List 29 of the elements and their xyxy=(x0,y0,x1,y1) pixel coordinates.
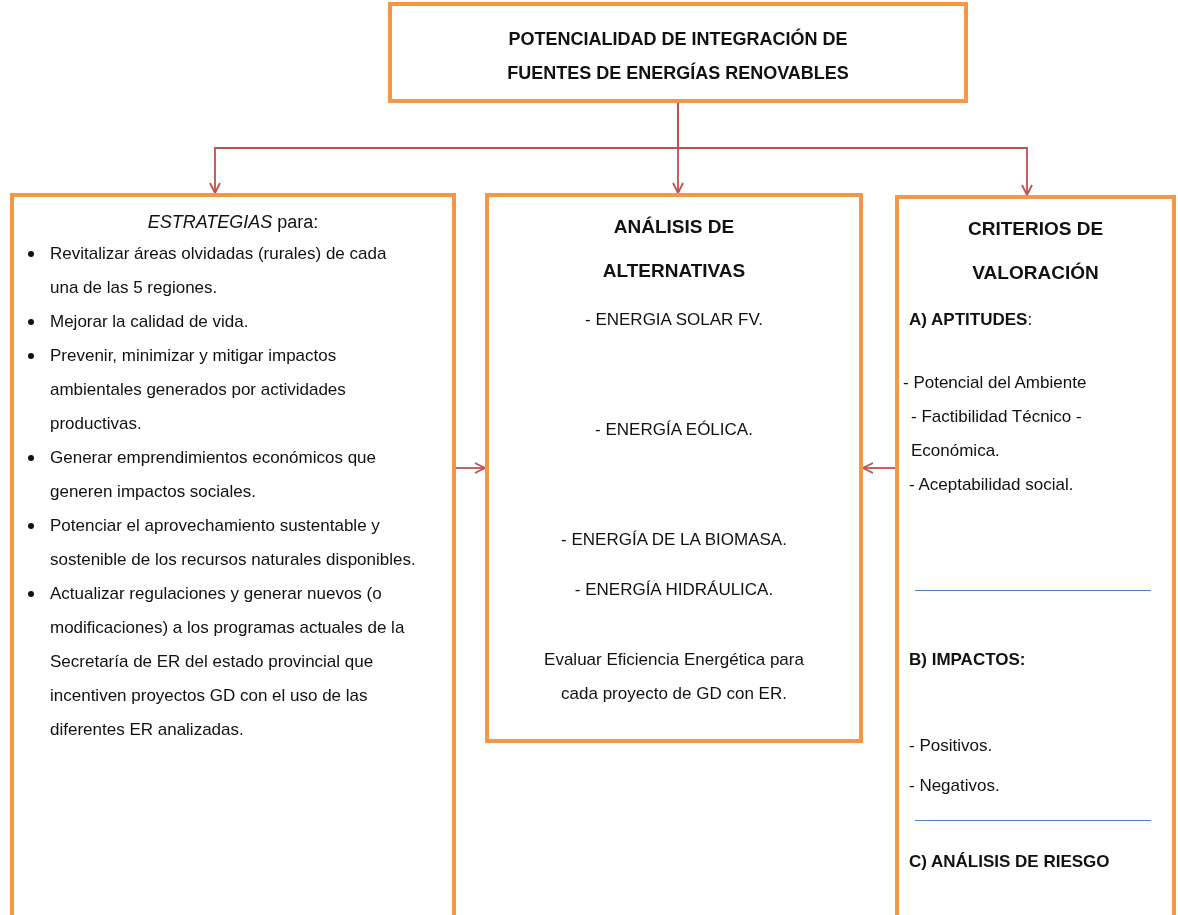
section-heading: A) APTITUDES: xyxy=(909,309,1034,331)
section-heading: C) ANÁLISIS DE RIESGO xyxy=(909,851,1111,873)
alternative-item: - ENERGÍA EÓLICA. xyxy=(594,419,754,441)
strategy-item: Potenciar el aprovechamiento sustentable y sostenible de los recursos naturales disponibles. xyxy=(50,516,416,569)
content-panel xyxy=(10,193,456,915)
strategy-item: Actualizar regulaciones y generar nuevos (o modificaciones) a los programas actuales de la Secretaría de ER del estado provincial que incentiven proyectos GD con el uso de las diferentes ER analizadas. xyxy=(50,584,405,739)
content-panel xyxy=(895,195,1176,915)
title-text: POTENCIALIDAD DE INTEGRACIÓN DE FUENTES DE ENERGÍAS RENOVABLES xyxy=(506,27,850,85)
criterion-item: - Positivos. xyxy=(909,735,994,757)
criterion-item: - Potencial del Ambiente xyxy=(903,372,1088,394)
strategy-item: Prevenir, minimizar y mitigar impactos ambientales generados por actividades productivas. xyxy=(50,346,346,433)
arrow xyxy=(455,462,486,474)
panel-heading: ESTRATEGIAS para: xyxy=(146,211,320,234)
strategy-item: Generar emprendimientos económicos que generen impactos sociales. xyxy=(50,448,376,501)
panel-heading: ANÁLISIS DE ALTERNATIVAS xyxy=(601,215,747,283)
alternative-item: - ENERGIA SOLAR FV. xyxy=(584,309,764,331)
note-text: Evaluar Eficiencia Energética para cada proyecto de GD con ER. xyxy=(543,649,805,705)
strategy-item: Revitalizar áreas olvidadas (rurales) de cada una de las 5 regiones. xyxy=(50,244,387,297)
arrow xyxy=(862,462,896,474)
content-panel xyxy=(485,193,863,743)
criterion-item: - Aceptabilidad social. xyxy=(909,474,1075,496)
criterion-item: - Factibilidad Técnico - Económica. xyxy=(911,406,1083,462)
title-box xyxy=(388,2,968,103)
alternative-item: - ENERGÍA HIDRÁULICA. xyxy=(573,579,775,601)
strategy-item: Mejorar la calidad de vida. xyxy=(50,312,249,331)
panel-heading: CRITERIOS DE VALORACIÓN xyxy=(966,217,1105,285)
alternative-item: - ENERGÍA DE LA BIOMASA. xyxy=(560,529,788,551)
section-heading: B) IMPACTOS: xyxy=(909,649,1027,671)
criterion-item: - Negativos. xyxy=(909,775,1001,797)
